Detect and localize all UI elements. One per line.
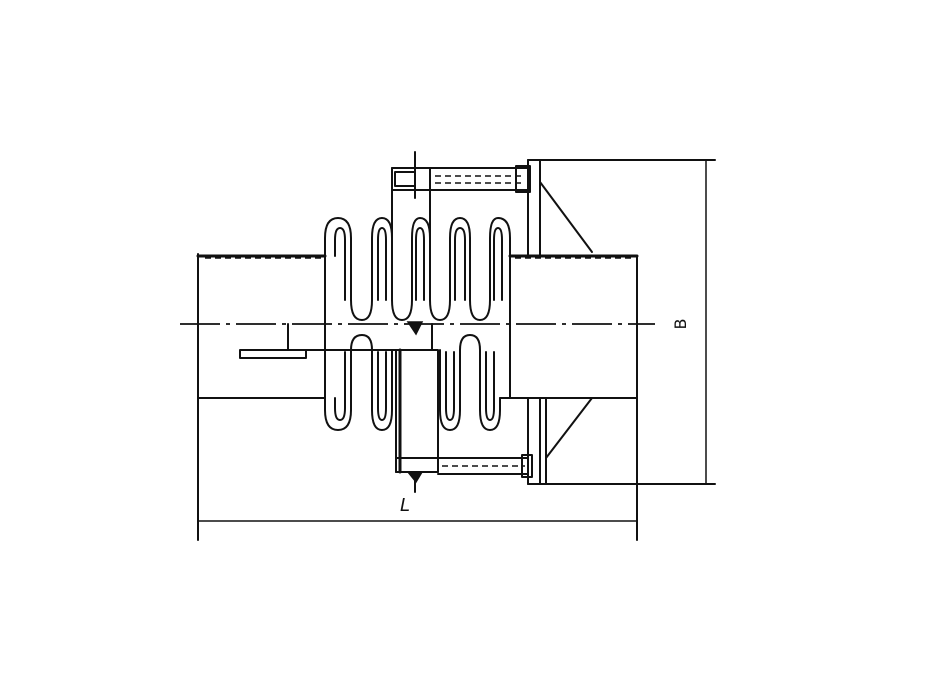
bellows-lower [324,334,511,431]
upper-tie-rod [391,151,716,301]
dimension-l-label: L [400,495,410,516]
dimension-b-label: B [671,319,690,330]
center-guide [239,321,433,359]
dimension-b [699,159,713,485]
left-pipe [196,253,327,541]
dimension-l [197,513,638,529]
lower-tie-rod [395,348,716,493]
right-pipe [508,254,639,541]
bellows-upper [324,217,511,321]
